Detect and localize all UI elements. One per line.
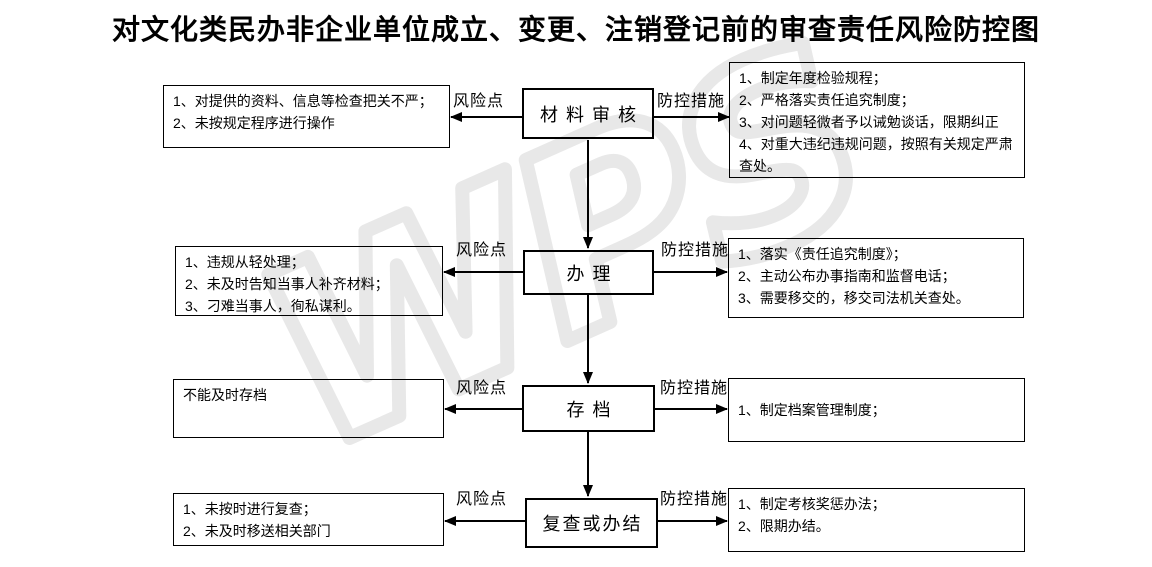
list-item: 1、制定年度检验规程； bbox=[739, 70, 887, 86]
list-item: 1、违规从轻处理； bbox=[185, 254, 305, 270]
list-item: 3、对问题轻微者予以诫勉谈话，限期纠正 bbox=[739, 114, 999, 130]
list-item: 1、落实《责任追究制度》； bbox=[738, 246, 907, 262]
list-item: 3、刁难当事人，徇私谋利。 bbox=[185, 298, 361, 314]
risk-box-archiving: 不能及时存档 bbox=[173, 379, 444, 438]
list-item: 1、制定档案管理制度； bbox=[738, 402, 886, 418]
list-item: 1、对提供的资料、信息等检查把关不严； bbox=[173, 93, 433, 109]
risk-point-label: 风险点 bbox=[456, 491, 508, 508]
list-item: 1、制定考核奖惩办法； bbox=[738, 496, 886, 512]
stage-box-review-closure: 复查或办结 bbox=[525, 498, 658, 548]
list-item: 1、未按时进行复查； bbox=[183, 501, 317, 517]
measure-box-archiving: 1、制定档案管理制度； bbox=[728, 378, 1025, 442]
measure-box-processing: 1、落实《责任追究制度》； 2、主动公布办事指南和监督电话； 3、需要移交的，移… bbox=[728, 238, 1024, 318]
measure-box-material-review: 1、制定年度检验规程； 2、严格落实责任追究制度； 3、对问题轻微者予以诫勉谈话… bbox=[729, 62, 1025, 178]
list-item: 3、需要移交的，移交司法机关查处。 bbox=[738, 290, 970, 306]
control-measure-label: 防控措施 bbox=[657, 93, 726, 110]
risk-box-material-review: 1、对提供的资料、信息等检查把关不严； 2、未按规定程序进行操作 bbox=[163, 85, 450, 148]
stage-box-material-review: 材料审核 bbox=[522, 88, 654, 139]
list-item: 2、未及时告知当事人补齐材料； bbox=[185, 276, 389, 292]
page-title: 对文化类民办非企业单位成立、变更、注销登记前的审查责任风险防控图 bbox=[111, 14, 1040, 45]
list-item: 不能及时存档 bbox=[183, 387, 267, 403]
risk-point-label: 风险点 bbox=[456, 380, 508, 397]
risk-box-processing: 1、违规从轻处理； 2、未及时告知当事人补齐材料； 3、刁难当事人，徇私谋利。 bbox=[175, 246, 443, 316]
list-item: 2、主动公布办事指南和监督电话； bbox=[738, 268, 956, 284]
list-item: 2、未及时移送相关部门 bbox=[183, 523, 331, 539]
list-item: 4、对重大违纪违规问题，按照有关规定严肃查处。 bbox=[739, 136, 1013, 174]
list-item: 2、限期办结。 bbox=[738, 518, 830, 534]
risk-point-label: 风险点 bbox=[456, 242, 508, 259]
control-measure-label: 防控措施 bbox=[660, 491, 729, 508]
control-measure-label: 防控措施 bbox=[661, 242, 730, 259]
risk-box-review-closure: 1、未按时进行复查； 2、未及时移送相关部门 bbox=[173, 493, 444, 546]
list-item: 2、严格落实责任追究制度； bbox=[739, 92, 915, 108]
list-item: 2、未按规定程序进行操作 bbox=[173, 115, 335, 131]
stage-box-processing: 办理 bbox=[523, 250, 654, 295]
control-measure-label: 防控措施 bbox=[660, 380, 729, 397]
measure-box-review-closure: 1、制定考核奖惩办法； 2、限期办结。 bbox=[728, 488, 1025, 552]
risk-point-label: 风险点 bbox=[453, 93, 505, 110]
stage-box-archiving: 存档 bbox=[522, 385, 655, 432]
